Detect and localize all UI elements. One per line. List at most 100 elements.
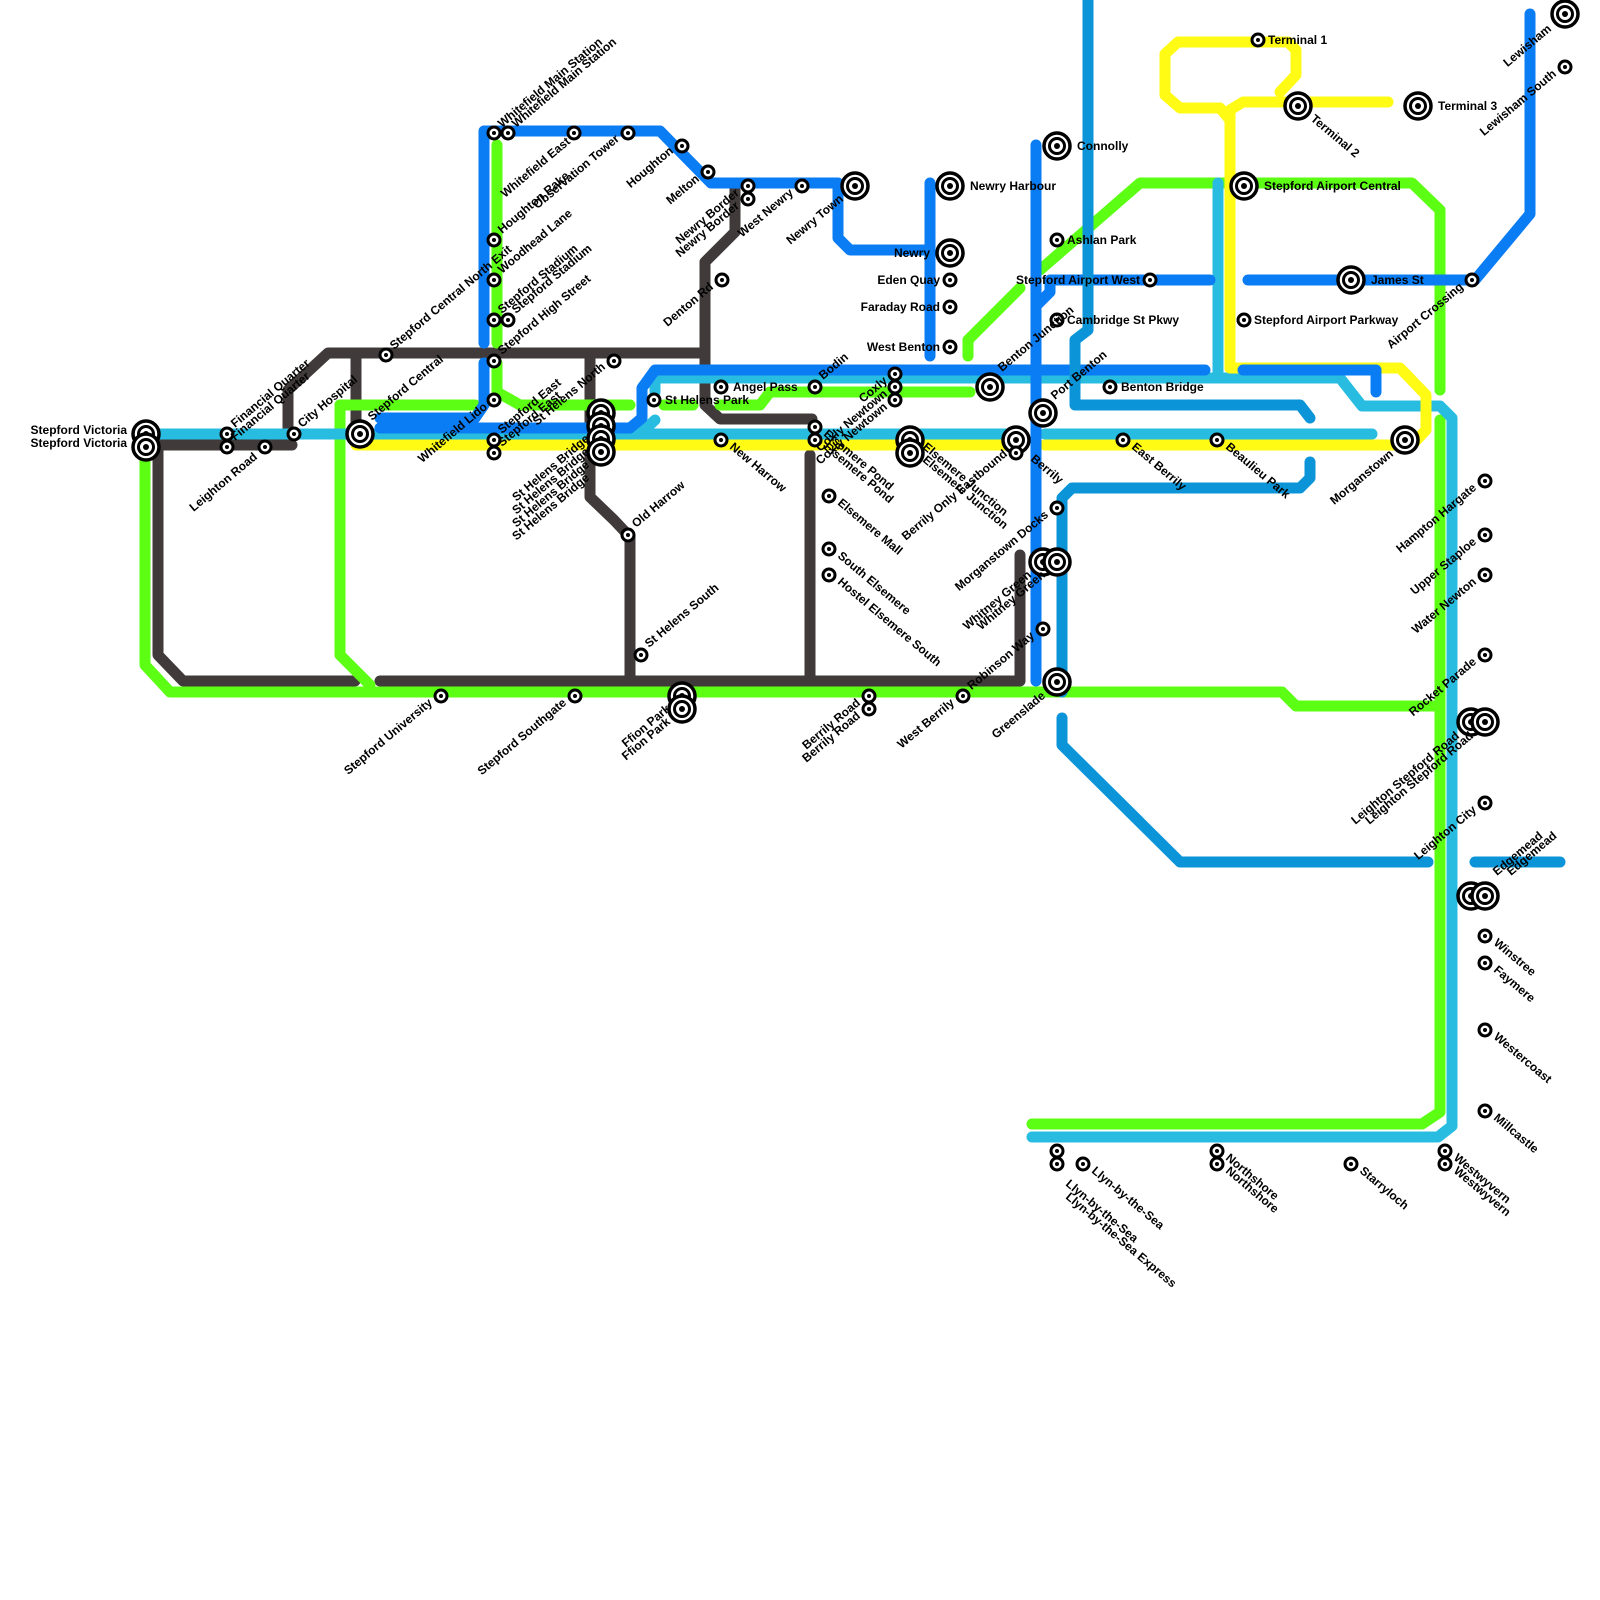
stepford-airport-west-station-marker[interactable] bbox=[1144, 274, 1156, 286]
eden-quay-station-marker[interactable] bbox=[944, 274, 956, 286]
south-elsemere-station-marker[interactable] bbox=[823, 543, 835, 555]
llyn-by-the-sea-express-label: Llyn-by-the-Sea Express bbox=[1063, 1190, 1180, 1291]
elsemere-mall-station-marker[interactable] bbox=[823, 490, 835, 502]
stepford-victoria-interchange-marker[interactable] bbox=[133, 434, 159, 460]
angel-pass-station-marker[interactable] bbox=[715, 381, 727, 393]
stepford-airport-parkway-station-marker[interactable] bbox=[1238, 314, 1250, 326]
faymere-station-marker[interactable] bbox=[1479, 957, 1491, 969]
west-newry-station-marker[interactable] bbox=[796, 180, 808, 192]
northshore-station-marker[interactable] bbox=[1211, 1158, 1223, 1170]
observation-tower-station-marker[interactable] bbox=[622, 127, 634, 139]
terminal-1-station-marker[interactable] bbox=[1252, 34, 1264, 46]
upper-staploe-station-marker[interactable] bbox=[1479, 529, 1491, 541]
bodin-station-marker[interactable] bbox=[809, 381, 821, 393]
west-berrily-label: West Berrily bbox=[894, 695, 957, 751]
coxly-newtown-station-marker[interactable] bbox=[889, 394, 901, 406]
robinson-way-station-marker[interactable] bbox=[1037, 623, 1049, 635]
whitefield-main-station-label: Whitefield Main Station bbox=[509, 35, 619, 131]
leighton-stepford-road-interchange-marker[interactable] bbox=[1472, 709, 1498, 735]
airport-crossing-station-marker[interactable] bbox=[1466, 274, 1478, 286]
beaulieu-park-station-marker[interactable] bbox=[1211, 434, 1223, 446]
whitefield-east-station-marker[interactable] bbox=[568, 127, 580, 139]
westwyvern-station-marker[interactable] bbox=[1439, 1145, 1451, 1157]
llyn-by-the-sea-station-marker[interactable] bbox=[1051, 1145, 1063, 1157]
dark-line-segment bbox=[158, 445, 355, 681]
woodhead-lane-station-marker[interactable] bbox=[488, 274, 500, 286]
stepford-southgate-station-marker[interactable] bbox=[569, 690, 581, 702]
northshore-station-marker[interactable] bbox=[1211, 1145, 1223, 1157]
morganstown-interchange-marker[interactable] bbox=[1392, 427, 1418, 453]
newry-border-station-marker[interactable] bbox=[742, 180, 754, 192]
newry-border-station-marker[interactable] bbox=[742, 193, 754, 205]
benton-junction-interchange-marker[interactable] bbox=[977, 374, 1003, 400]
cambridge-st-pkwy-label: Cambridge St Pkwy bbox=[1067, 313, 1179, 327]
elsemere-pond-station-marker[interactable] bbox=[809, 421, 821, 433]
ashlan-park-station-marker[interactable] bbox=[1051, 234, 1063, 246]
westwyvern-station-marker[interactable] bbox=[1439, 1158, 1451, 1170]
st-helens-bridge-interchange-marker[interactable] bbox=[588, 439, 614, 465]
ffion-park-interchange-marker[interactable] bbox=[669, 696, 695, 722]
llyn-by-the-sea-station-marker[interactable] bbox=[1077, 1158, 1089, 1170]
stepford-airport-central-interchange-marker[interactable] bbox=[1231, 173, 1257, 199]
connolly-interchange-marker[interactable] bbox=[1044, 133, 1070, 159]
elsemere-junction-interchange-marker[interactable] bbox=[897, 440, 923, 466]
st-helens-south-station-marker[interactable] bbox=[635, 649, 647, 661]
whitney-green-interchange-marker[interactable] bbox=[1044, 549, 1070, 575]
stepford-central-interchange-marker[interactable] bbox=[347, 421, 373, 447]
millcastle-station-marker[interactable] bbox=[1479, 1105, 1491, 1117]
terminal-3-interchange-marker[interactable] bbox=[1405, 93, 1431, 119]
leighton-road-label: Leighton Road bbox=[187, 450, 260, 515]
stepford-university-station-marker[interactable] bbox=[435, 690, 447, 702]
houghton-station-marker[interactable] bbox=[676, 140, 688, 152]
winstree-station-marker[interactable] bbox=[1479, 930, 1491, 942]
morganstown-docks-station-marker[interactable] bbox=[1051, 502, 1063, 514]
llyn-by-the-sea-express-station-marker[interactable] bbox=[1051, 1158, 1063, 1170]
coxly-newtown-station-marker[interactable] bbox=[889, 381, 901, 393]
terminal-2-interchange-marker[interactable] bbox=[1285, 93, 1311, 119]
west-berrily-station-marker[interactable] bbox=[957, 690, 969, 702]
old-harrow-station-marker[interactable] bbox=[622, 529, 634, 541]
benton-bridge-station-marker[interactable] bbox=[1104, 381, 1116, 393]
starryloch-station-marker[interactable] bbox=[1345, 1158, 1357, 1170]
coxly-station-marker[interactable] bbox=[889, 368, 901, 380]
berrily-road-station-marker[interactable] bbox=[863, 690, 875, 702]
newry-town-interchange-marker[interactable] bbox=[842, 173, 868, 199]
stepford-stadium-station-marker[interactable] bbox=[488, 314, 500, 326]
lewisham-south-station-marker[interactable] bbox=[1559, 61, 1571, 73]
west-benton-station-marker[interactable] bbox=[944, 341, 956, 353]
newry-interchange-marker[interactable] bbox=[937, 240, 963, 266]
stepford-high-street-station-marker[interactable] bbox=[488, 355, 500, 367]
stepford-airport-parkway-label: Stepford Airport Parkway bbox=[1254, 313, 1399, 327]
houghton-label: Houghton bbox=[624, 144, 676, 191]
hampton-hargate-station-marker[interactable] bbox=[1479, 475, 1491, 487]
port-benton-interchange-marker[interactable] bbox=[1030, 400, 1056, 426]
water-newton-station-marker[interactable] bbox=[1479, 569, 1491, 581]
city-hospital-station-marker[interactable] bbox=[288, 428, 300, 440]
financial-quarter-station-marker[interactable] bbox=[221, 441, 233, 453]
lewisham-interchange-marker[interactable] bbox=[1552, 1, 1578, 27]
stepford-east-station-marker[interactable] bbox=[488, 447, 500, 459]
whitefield-main-station-station-marker[interactable] bbox=[488, 127, 500, 139]
leighton-city-station-marker[interactable] bbox=[1479, 797, 1491, 809]
melton-station-marker[interactable] bbox=[702, 166, 714, 178]
st-helens-north-station-marker[interactable] bbox=[608, 355, 620, 367]
stepford-central-north-exit-station-marker[interactable] bbox=[380, 349, 392, 361]
hostel-elsemere-south-station-marker[interactable] bbox=[823, 569, 835, 581]
westercoast-station-marker[interactable] bbox=[1479, 1024, 1491, 1036]
berrily-station-marker[interactable] bbox=[1010, 447, 1022, 459]
st-helens-park-station-marker[interactable] bbox=[648, 394, 660, 406]
berrily-road-station-marker[interactable] bbox=[863, 703, 875, 715]
faraday-road-station-marker[interactable] bbox=[944, 301, 956, 313]
greenslade-interchange-marker[interactable] bbox=[1044, 669, 1070, 695]
denton-rd-station-marker[interactable] bbox=[716, 274, 728, 286]
east-berrily-station-marker[interactable] bbox=[1117, 434, 1129, 446]
whitefield-lido-station-marker[interactable] bbox=[488, 394, 500, 406]
houghton-rake-station-marker[interactable] bbox=[488, 234, 500, 246]
newry-harbour-interchange-marker[interactable] bbox=[937, 173, 963, 199]
stepford-victoria-label: Stepford Victoria bbox=[31, 436, 128, 450]
james-st-interchange-marker[interactable] bbox=[1338, 267, 1364, 293]
rocket-parade-station-marker[interactable] bbox=[1479, 649, 1491, 661]
edgemead-interchange-marker[interactable] bbox=[1472, 883, 1498, 909]
leighton-road-station-marker[interactable] bbox=[259, 441, 271, 453]
new-harrow-station-marker[interactable] bbox=[715, 434, 727, 446]
